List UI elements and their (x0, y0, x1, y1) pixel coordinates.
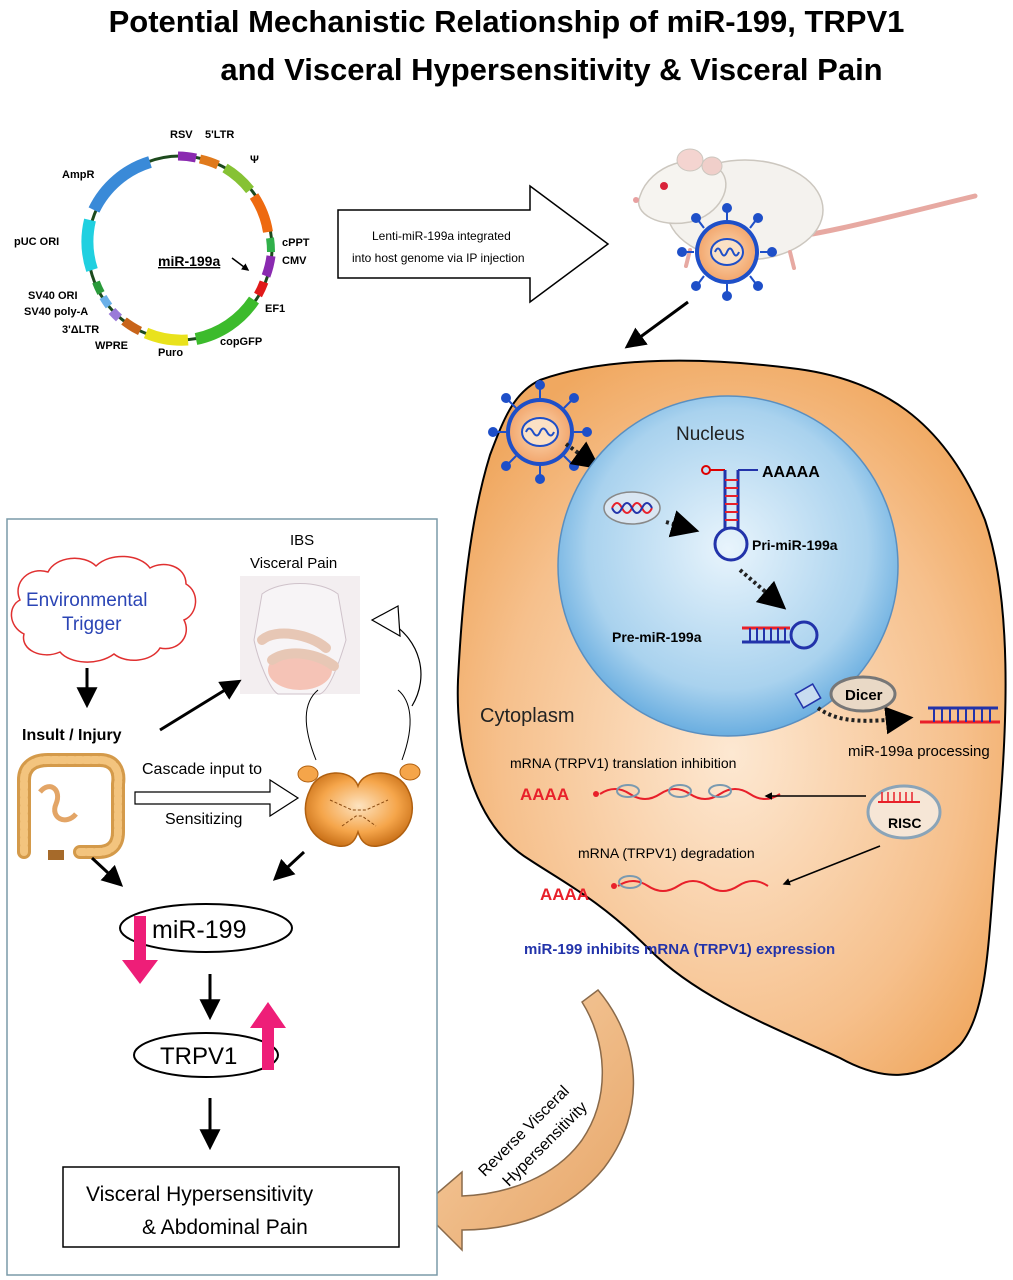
dicer-label: Dicer (845, 687, 883, 704)
mir-199-node (119, 903, 293, 953)
plasmid-feature-ef1: EF1 (265, 303, 285, 315)
lenti-arrow-text-1: Lenti-miR-199a integrated (372, 229, 511, 243)
plasmid-segments (81, 151, 276, 346)
plasmid-feature-cppt: cPPT (282, 237, 310, 249)
ibs-label-1: IBS (290, 532, 314, 549)
colon-illustration (17, 753, 126, 860)
degradation-label: mRNA (TRPV1) degradation (578, 845, 755, 861)
nuclear-pore (794, 683, 822, 709)
colon-to-mir-arrow (90, 856, 124, 887)
lenti-arrow-text-2: into host genome via IP injection (352, 251, 525, 265)
insult-injury-label: Insult / Injury (22, 727, 122, 744)
pre-mir-label: Pre-miR-199a (612, 629, 702, 645)
lenti-block-arrow: Lenti-miR-199a integrated into host geno… (337, 184, 610, 304)
plasmid-feature-ampr: AmpR (62, 169, 94, 181)
lentivirus-particle-cell (488, 380, 592, 484)
risc-to-degradation-arrow (782, 845, 881, 886)
pre-mir-199a-hairpin: Pre-miR-199a (612, 620, 819, 650)
reverse-hypersensitivity-arrow: Reverse Visceral Hypersensitivity (418, 988, 635, 1252)
mature-mir-duplex (920, 706, 1000, 724)
trpv1-node (133, 1032, 279, 1078)
mir-inhibits-label: miR-199 inhibits mRNA (TRPV1) expression (524, 941, 835, 958)
feedback-arrow-head (370, 605, 401, 638)
dicer: Dicer (829, 675, 897, 713)
spine-to-mir-arrow (272, 850, 306, 881)
plasmid-feature-copgfp: copGFP (220, 336, 262, 348)
rat-ear-back (701, 156, 723, 176)
outcome-text-2: & Abdominal Pain (142, 1216, 308, 1239)
risc-label: RISC (888, 815, 921, 831)
plasmid-feature-cmv: CMV (282, 255, 307, 267)
insult-to-ibs-arrow (159, 679, 242, 732)
pri-mir-label: Pri-miR-199a (752, 537, 838, 553)
sensitizing-label: Sensitizing (165, 811, 242, 828)
lentivirus-particle-rat (677, 203, 777, 301)
mir-down-arrow (122, 916, 158, 984)
cytoplasm-label: Cytoplasm (480, 705, 574, 727)
plasmid-feature-puc-ori: pUC ORI (14, 236, 59, 248)
trpv1-up-arrow (250, 1002, 286, 1070)
plasmid-feature-puro: Puro (158, 347, 183, 359)
ibs-label-2: Visceral Pain (250, 555, 337, 572)
plasmid-feature-psi: Ψ (250, 154, 259, 166)
plasmid-insert-arrow (231, 257, 250, 271)
dna-helix (603, 491, 661, 525)
plasmid-feature-3ltr: 3'ΔLTR (62, 324, 99, 336)
env-trigger-text-1: Environmental (26, 590, 147, 611)
polya-label: AAAAA (762, 464, 820, 481)
cascade-block-arrow (134, 778, 300, 818)
plasmid-center-label: miR-199a (158, 253, 220, 269)
env-trigger-text-2: Trigger (62, 614, 122, 635)
mrna-translation-strand (593, 784, 781, 800)
rat-nose (633, 197, 639, 203)
nucleus: Nucleus (557, 395, 899, 737)
plasmid-feature-wpre: WPRE (95, 340, 128, 352)
plasmid-map: miR-199a RSV 5'LTR Ψ cPPT CMV EF1 copGFP… (14, 129, 310, 359)
outcome-text-1: Visceral Hypersensitivity (86, 1183, 314, 1206)
translation-inhibition-label: mRNA (TRPV1) translation inhibition (510, 755, 736, 771)
virus-to-nucleus-arrow (564, 441, 601, 470)
rat-eye (660, 182, 668, 190)
plasmid-feature-rsv: RSV (170, 129, 193, 141)
ibs-photo (240, 576, 360, 695)
polya-tail-1: AAAA (520, 785, 569, 804)
nucleus-label: Nucleus (676, 424, 745, 445)
trpv1-label: TRPV1 (160, 1043, 237, 1070)
title-line-2: and Visceral Hypersensitivity & Visceral… (220, 52, 883, 87)
environmental-trigger-cloud: Environmental Trigger (10, 555, 197, 663)
mrna-degradation-strand (611, 875, 769, 892)
polya-tail-2: AAAA (540, 885, 589, 904)
mir-processing-label: miR-199a processing (848, 743, 990, 760)
rat-head (637, 160, 727, 225)
title-line-1: Potential Mechanistic Relationship of mi… (108, 4, 905, 39)
spinal-cord-illustration (297, 689, 421, 847)
export-arrow (816, 706, 914, 735)
plasmid-feature-sv40-polya: SV40 poly-A (24, 306, 88, 318)
rat-ear (676, 148, 704, 172)
plasmid-feature-5ltr: 5'LTR (205, 129, 234, 141)
pri-mir-199a-hairpin: AAAAA Pri-miR-199a (701, 464, 838, 562)
risc-complex: RISC (866, 784, 942, 840)
plasmid-feature-sv40-ori: SV40 ORI (28, 290, 78, 302)
mir-199-label: miR-199 (152, 916, 246, 944)
outcome-box (62, 1166, 400, 1248)
cascade-label: Cascade input to (142, 761, 262, 778)
dna-to-pri-arrow (665, 510, 700, 538)
rat-to-cell-arrow (624, 300, 689, 349)
